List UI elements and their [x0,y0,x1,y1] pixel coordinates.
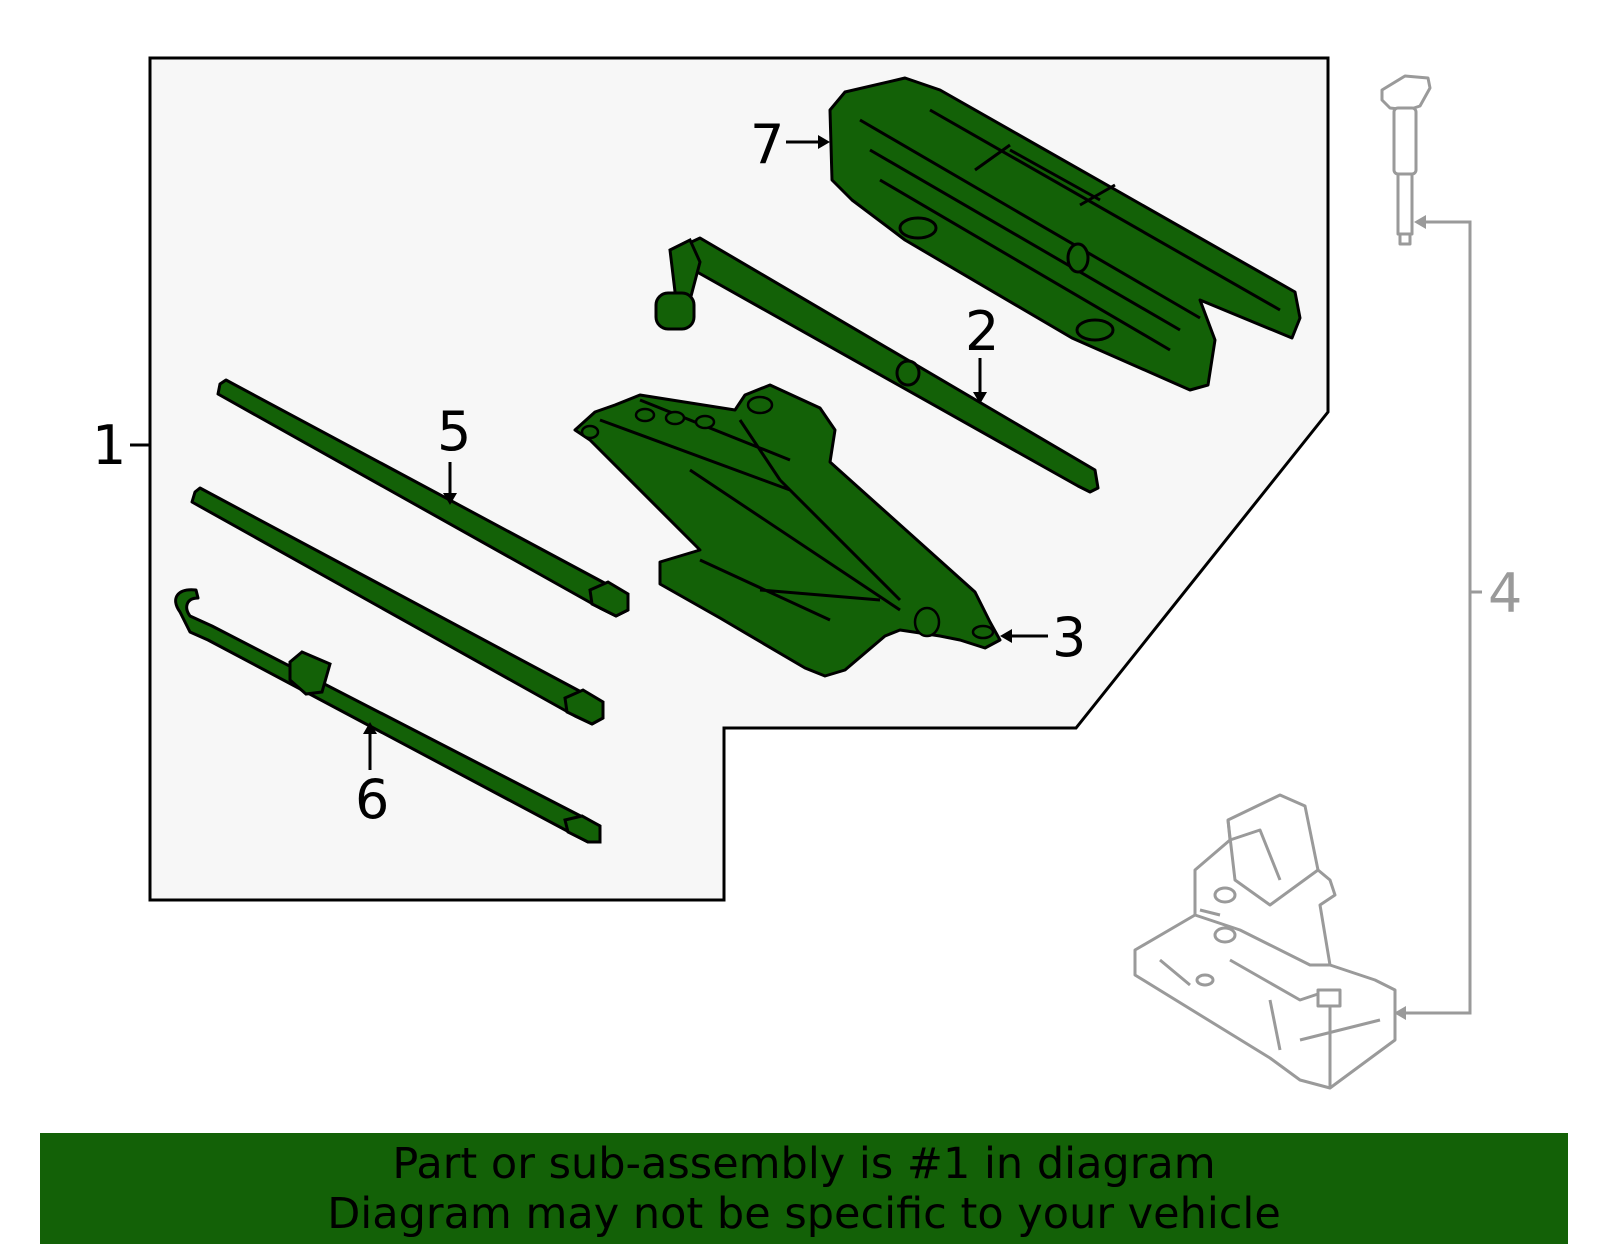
lug-wrench-part-2 [654,236,1100,494]
scissor-jack-part-3 [573,383,1002,678]
callout-3: 3 [1052,606,1086,669]
callout-4: 4 [1488,562,1522,625]
callout-6: 6 [355,768,389,831]
extension-bar-upper-part-5 [216,378,630,618]
callout-2: 2 [965,300,999,363]
leader-4 [1400,220,1472,1015]
leader-4-arrowhead-bottom [1394,1006,1406,1020]
callout-1: 1 [92,414,126,477]
leader-5-arrowhead [443,493,457,505]
leader-6-arrowhead [363,722,377,734]
callout-7: 7 [750,113,784,176]
jack-handle-part-6 [174,588,602,844]
leader-3-arrowhead [1000,629,1012,643]
banner-line-2: Diagram may not be specific to your vehi… [327,1188,1281,1239]
info-banner: Part or sub-assembly is #1 in diagram Di… [40,1133,1568,1244]
callout-5: 5 [437,400,471,463]
leader-2-arrowhead [973,392,987,404]
tool-tray-part-7 [828,76,1302,392]
mounting-bracket-part-4 [1133,793,1397,1090]
extension-bar-lower-part-5 [190,486,605,726]
leader-4-arrowhead-top [1414,215,1426,229]
leader-7-arrowhead [818,135,830,149]
banner-line-1: Part or sub-assembly is #1 in diagram [392,1138,1216,1189]
bolt-part-4 [1380,74,1432,246]
